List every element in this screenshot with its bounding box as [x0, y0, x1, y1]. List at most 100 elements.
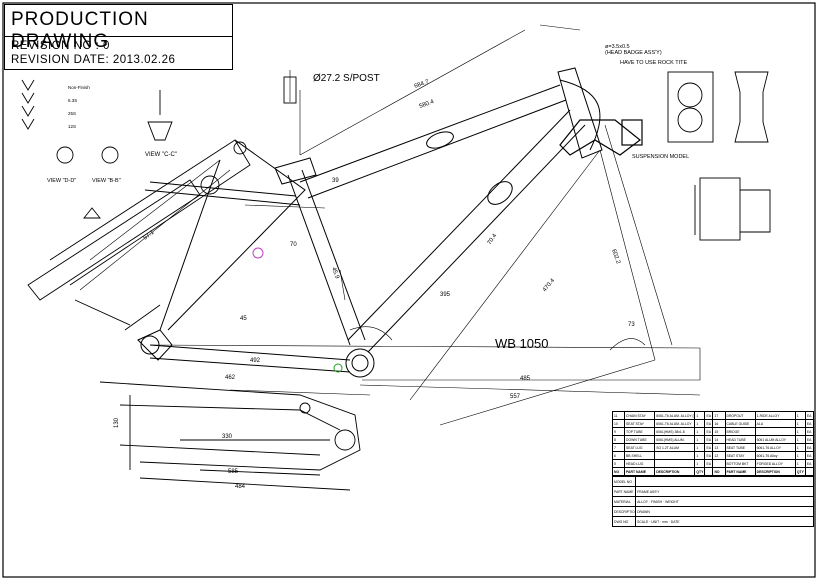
bom-cell: 1: [694, 459, 706, 468]
fork-line: [599, 149, 656, 361]
ha-arc: [609, 338, 646, 351]
bom-cell: DOWN TUBE: [624, 435, 656, 444]
chain-stay-lower: [149, 357, 351, 373]
bom-cell: BOTTOM BKT: [724, 459, 756, 468]
ss-top-circle: [233, 141, 247, 155]
date-label: DATE: [670, 519, 680, 524]
dim-484: 484: [235, 484, 246, 490]
view-c-shape: [147, 121, 173, 141]
ss-detail-line: [74, 299, 131, 326]
finish-legend-3: 12S: [68, 124, 76, 129]
bom-cell: EA: [704, 435, 714, 444]
bom-cell: EA: [804, 435, 815, 444]
bom-cell: 15: [712, 427, 726, 436]
chain-stay-detail: [99, 381, 361, 491]
seat-clamp: [274, 157, 317, 185]
bom-cell: EA: [704, 459, 714, 468]
bom-cell: 12: [712, 451, 726, 460]
cs-outline-upper: [99, 381, 361, 471]
dim-485: 485: [520, 376, 531, 382]
down-tube-hole: [487, 181, 513, 205]
dim-top-tube: [299, 29, 526, 156]
cs-bb-circle: [334, 429, 356, 451]
dwg-no-label: DWG NO: [611, 516, 637, 527]
dim-70-4: 70.4: [487, 233, 499, 247]
description-label: DESCRIPTION: [611, 506, 637, 517]
finish-legend-2: 25S: [68, 111, 76, 116]
construction-lines: [79, 24, 701, 426]
bom-cell: 1: [794, 419, 806, 428]
title-block: PRODUCTION DRAWING REVISION NO : 0 REVIS…: [4, 4, 233, 70]
view-d-symbol: [56, 146, 74, 164]
bom-cell: 6061(HMS) ALUM.: [654, 435, 696, 444]
part-name-label: PART NAME: [611, 486, 637, 497]
dim-39: 39: [332, 178, 339, 184]
bom-cell: 14: [712, 435, 726, 444]
bom-cell: 8: [611, 435, 626, 444]
seat-stay-upper: [167, 139, 306, 331]
dim-reach: [409, 149, 601, 401]
bom-cell: EA: [704, 427, 714, 436]
gusset: [559, 79, 601, 151]
head-badge-line-2: (HEAD BADGE ASS'Y): [605, 50, 662, 56]
model-row: MODEL NO: [611, 476, 814, 487]
bom-cell: HEAD LUG: [624, 459, 656, 468]
seat-stay-top: [149, 181, 297, 197]
dim-cs: [229, 389, 371, 396]
head-tube-views: [667, 71, 771, 241]
bb-shell: [345, 348, 375, 378]
unit-label: UNIT: [651, 519, 660, 524]
dim-492: 492: [250, 358, 261, 364]
suspension-label: SUSPENSION MODEL: [632, 154, 689, 160]
bom-cell: 1: [694, 451, 706, 460]
bom-cell: 9: [611, 427, 626, 436]
bom-cell: BB SHELL: [624, 451, 656, 460]
top-tube-hole: [426, 131, 454, 149]
bom-cell: 17: [712, 411, 726, 420]
model-no-value: [635, 476, 814, 487]
dim-130: 130: [114, 417, 120, 428]
dim-stack: [439, 359, 656, 426]
ht-tube-view: [699, 177, 741, 241]
dim-580: 580.4: [419, 99, 436, 110]
bom-cell: 1: [794, 427, 806, 436]
finish-text: FINISH: [650, 499, 663, 504]
bom-cell: 1: [794, 451, 806, 460]
bom-header-cell: QTY: [694, 467, 706, 476]
bom-cell: EA: [804, 419, 815, 428]
seat-tube-rear: [301, 169, 366, 341]
part-name-value: FRAME ASS'Y: [635, 486, 814, 497]
dim-585: 585: [228, 469, 239, 475]
dim-73: 73: [628, 322, 635, 328]
bom-cell: [654, 459, 696, 468]
bom-cell: 1: [694, 427, 706, 436]
bom-cell: EA: [804, 411, 815, 420]
ht-bore-1: [677, 82, 703, 108]
bom-cell: EA: [704, 443, 714, 452]
bom-cell: 1: [694, 411, 706, 420]
cs-dim-585: [199, 469, 321, 476]
finish-sym-4: [21, 118, 35, 130]
bom-cell: 6061-T6 ALLOY: [754, 443, 796, 452]
drawn-label: DRAWN: [635, 506, 814, 517]
view-b-symbol: [101, 146, 119, 164]
seatpost-section: [283, 76, 297, 104]
seat-stay-blank-2: [49, 139, 251, 286]
wb-box: [362, 348, 701, 381]
bom-cell: 1: [694, 419, 706, 428]
material-row: MATERIAL ALLOY · FINISH · WEIGHT: [611, 496, 814, 507]
bom-cell: EA: [804, 443, 815, 452]
bom-header-pad: [804, 467, 815, 476]
bom-cell: 1-RIDE ALLOY: [754, 411, 796, 420]
bom-header-cell: QTY: [794, 467, 806, 476]
head-tube: [557, 67, 603, 159]
part-name-row: PART NAME FRAME ASS'Y: [611, 486, 814, 497]
finish-legend-0: Non-Finish: [68, 85, 90, 90]
scale-label: SCALE: [637, 519, 649, 524]
bom-cell: HEAD TUBE: [724, 435, 756, 444]
finish-sym-1: [21, 79, 35, 91]
